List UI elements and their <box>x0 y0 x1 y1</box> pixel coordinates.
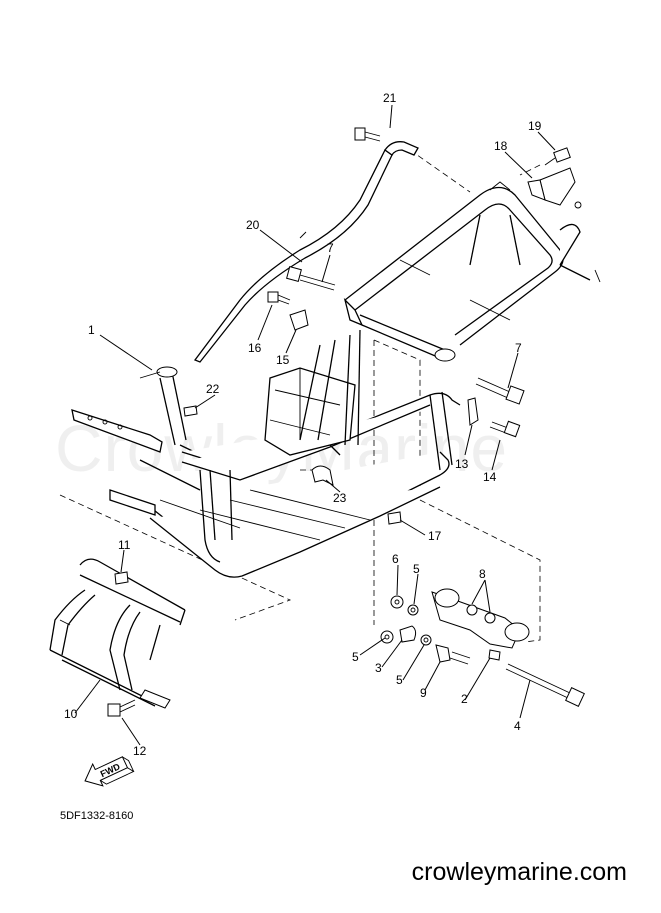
callout-2: 2 <box>461 692 468 706</box>
callout-20: 20 <box>246 218 260 232</box>
callout-19: 19 <box>528 119 542 133</box>
part-1-head-pipe <box>139 371 161 379</box>
callout-15: 15 <box>276 353 290 367</box>
callout-3: 3 <box>375 661 382 675</box>
engine-mount-hardware <box>380 588 585 707</box>
part-14-bolt <box>489 420 521 438</box>
callout-4: 4 <box>514 719 521 733</box>
part-19-bolt <box>544 147 571 166</box>
part-11-nut <box>114 571 129 585</box>
callout-9: 9 <box>420 686 427 700</box>
part-23-clamp <box>311 465 334 486</box>
callout-7-right: 7 <box>515 341 522 355</box>
callout-23: 23 <box>333 491 347 505</box>
callout-16: 16 <box>248 341 262 355</box>
main-frame <box>71 329 461 578</box>
part-21-bolt <box>354 127 381 142</box>
part-7-right-bolt <box>475 377 525 405</box>
callout-8: 8 <box>479 567 486 581</box>
callout-18: 18 <box>494 139 508 153</box>
callout-5-top: 5 <box>413 562 420 576</box>
callout-10: 10 <box>64 707 78 721</box>
part-16-bolt <box>267 291 291 305</box>
part-7-bolt <box>286 266 336 291</box>
callout-11: 11 <box>118 538 131 552</box>
callout-1: 1 <box>88 323 95 337</box>
callout-7-upper: 7 <box>327 241 334 255</box>
callout-6: 6 <box>392 552 399 566</box>
part-18-bracket <box>527 167 582 209</box>
fwd-arrow-icon: FWD <box>84 756 135 787</box>
part-15-clip <box>289 309 309 331</box>
drawing-code: 5DF1332-8160 <box>60 810 134 822</box>
callout-17: 17 <box>428 529 442 543</box>
callout-14: 14 <box>483 470 497 484</box>
part-10-subframe <box>49 558 186 709</box>
rear-upper-frame <box>329 181 601 456</box>
site-footer: crowleymarine.com <box>411 858 627 886</box>
callout-5-left: 5 <box>352 650 359 664</box>
leader-lines <box>74 104 556 746</box>
part-22-nut <box>183 405 198 417</box>
callout-5-bottom: 5 <box>396 673 403 687</box>
callout-13: 13 <box>455 457 469 471</box>
part-12-bolt <box>107 699 136 717</box>
callout-labels: 21 19 18 20 7 16 15 1 22 7 13 14 23 17 1… <box>64 91 542 758</box>
callout-21: 21 <box>383 91 397 105</box>
callout-12: 12 <box>133 744 147 758</box>
callout-22: 22 <box>206 382 220 396</box>
part-13-bracket <box>467 397 479 426</box>
part-17-nut <box>387 511 402 525</box>
part-20-side-tube <box>193 141 419 363</box>
